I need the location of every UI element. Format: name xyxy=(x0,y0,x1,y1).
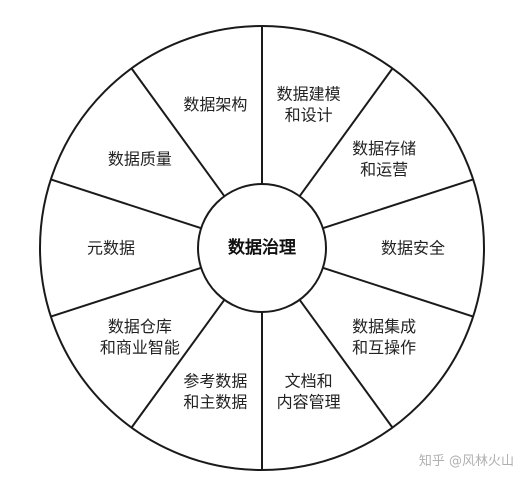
segment-label-line: 内容管理 xyxy=(277,393,341,412)
segment-label-line: 和设计 xyxy=(285,105,333,124)
segment-labels: 数据建模和设计数据存储和运营数据安全数据集成和互操作文档和内容管理参考数据和主数… xyxy=(87,84,445,411)
segment-label-line: 和主数据 xyxy=(183,393,247,412)
segment-label: 数据质量 xyxy=(108,150,172,169)
segment-label: 数据架构 xyxy=(183,95,247,114)
segment-label: 数据安全 xyxy=(381,239,445,258)
spoke-line xyxy=(322,266,474,318)
segment-label-line: 文档和 xyxy=(285,372,333,391)
segment-label-line: 和互操作 xyxy=(352,338,416,357)
segment-label: 数据存储和运营 xyxy=(352,139,416,179)
spoke-line xyxy=(322,178,474,230)
segment-label: 文档和内容管理 xyxy=(277,372,341,412)
segment-label-line: 数据架构 xyxy=(183,95,247,114)
segment-label-line: 数据质量 xyxy=(108,150,172,169)
center-label: 数据治理 xyxy=(228,237,296,258)
spoke-line xyxy=(50,178,202,230)
segment-label: 数据集成和互操作 xyxy=(352,317,416,357)
segment-label-line: 和运营 xyxy=(360,160,408,179)
segment-label: 参考数据和主数据 xyxy=(183,372,247,412)
spoke-lines xyxy=(50,26,474,470)
segment-label-line: 数据集成 xyxy=(352,317,416,336)
segment-label-line: 元数据 xyxy=(87,239,135,258)
segment-label: 元数据 xyxy=(87,239,135,258)
spoke-line xyxy=(130,299,226,429)
segment-label-line: 数据安全 xyxy=(381,239,445,258)
segment-label-line: 数据存储 xyxy=(352,139,416,158)
segment-label-line: 参考数据 xyxy=(183,372,247,391)
center-hub xyxy=(197,183,327,313)
segment-label: 数据建模和设计 xyxy=(277,84,341,124)
spoke-line xyxy=(298,299,394,429)
spoke-line xyxy=(298,67,394,197)
spoke-line xyxy=(130,67,226,197)
spoke-line xyxy=(50,266,202,318)
segment-label-line: 数据建模 xyxy=(277,84,341,103)
watermark: 知乎 @风林火山 xyxy=(418,454,514,469)
segment-label-line: 数据仓库 xyxy=(108,317,172,336)
segment-label-line: 和商业智能 xyxy=(100,338,180,357)
segment-label: 数据仓库和商业智能 xyxy=(100,317,180,357)
